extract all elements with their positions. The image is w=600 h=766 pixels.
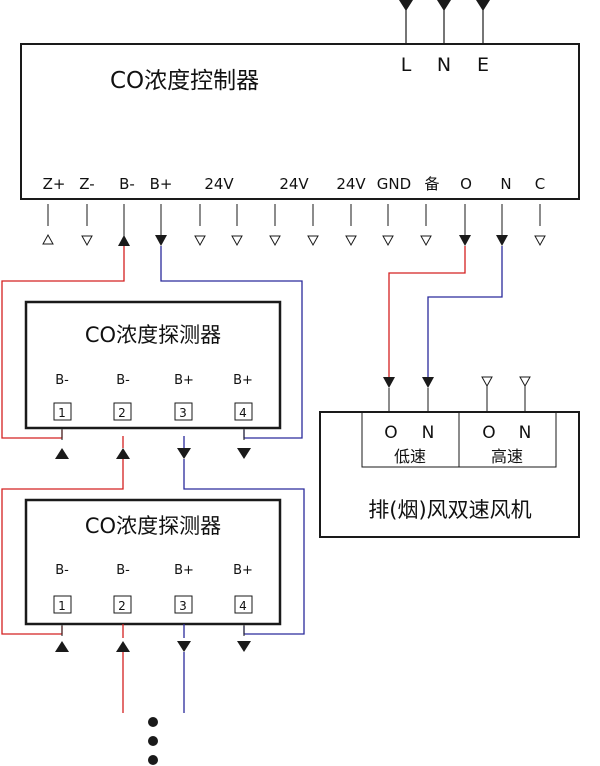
- arrow-down-icon: [383, 377, 395, 388]
- blue-wire: [427, 246, 503, 378]
- detector-pin-box: [174, 595, 193, 614]
- fan-high-speed-label: 高速: [491, 447, 523, 466]
- detector-pin-label: B-: [116, 563, 130, 578]
- arrow-down-icon: [237, 448, 251, 459]
- detector-pin-number: 4: [239, 599, 247, 613]
- red-wire: [388, 246, 466, 378]
- detector-pin-label: B-: [55, 563, 69, 578]
- arrow-up-icon: [55, 448, 69, 459]
- arrow-up-icon: [116, 448, 130, 459]
- open-terminal-icon: [481, 376, 493, 388]
- detector-pin-box: [53, 402, 72, 421]
- detector-pin-box: [113, 595, 132, 614]
- detector-pin-label: B+: [233, 563, 253, 578]
- terminal-label: Z-: [79, 175, 94, 193]
- fan-low-speed-label: 低速: [394, 447, 426, 466]
- terminal-label: C: [535, 175, 545, 193]
- power-input: [399, 0, 490, 44]
- controller-box: [20, 43, 580, 200]
- terminal-label: 24V: [204, 175, 234, 193]
- controller-terminal-stubs: [42, 204, 546, 247]
- open-terminal-icon: [519, 376, 531, 388]
- detector-pin-box: [234, 595, 253, 614]
- terminal-label: O: [460, 175, 472, 193]
- arrow-down-icon: [399, 0, 413, 11]
- arrow-down-icon: [437, 0, 451, 11]
- detector-box: [24, 498, 282, 626]
- terminal-label: GND: [377, 175, 411, 193]
- arrow-down-icon: [476, 0, 490, 11]
- fan-title: 排(烟)风双速风机: [368, 498, 531, 522]
- terminal-label: N: [500, 175, 511, 193]
- terminal-label: B-: [119, 175, 135, 193]
- fan-pin-label: O: [482, 423, 495, 443]
- fan-pin-label: N: [422, 423, 435, 443]
- detector-pin-number: 3: [179, 406, 187, 420]
- detector-title: CO浓度探测器: [85, 514, 221, 538]
- arrow-up-icon: [55, 641, 69, 652]
- power-terminal-label: L: [401, 54, 412, 76]
- detector-pin-label: B-: [55, 373, 69, 388]
- power-terminal-label: N: [437, 54, 451, 76]
- fan-pin-label: N: [519, 423, 532, 443]
- detector-pin-label: B+: [174, 563, 194, 578]
- detector-pin-label: B-: [116, 373, 130, 388]
- terminal-label: B+: [150, 175, 173, 193]
- detector-box: [24, 300, 282, 430]
- detector-title: CO浓度探测器: [85, 323, 221, 347]
- detector-pin-number: 3: [179, 599, 187, 613]
- terminal-label: 24V: [336, 175, 366, 193]
- detector-pin-label: B+: [233, 373, 253, 388]
- arrow-down-icon: [177, 448, 191, 459]
- arrow-down-icon: [237, 641, 251, 652]
- detector-pin-box: [113, 402, 132, 421]
- detector-pin-number: 4: [239, 406, 247, 420]
- arrow-down-icon: [459, 235, 471, 246]
- terminal-label: 24V: [279, 175, 309, 193]
- terminal-label: 备: [424, 175, 439, 193]
- terminal-label: Z+: [43, 175, 66, 193]
- detector-pin-box: [234, 402, 253, 421]
- arrow-down-icon: [422, 377, 434, 388]
- controller-terminal-row: Z+ Z- B- B+ 24V 24V 24V GND 备 O N C: [43, 175, 546, 193]
- arrow-up-icon: [116, 641, 130, 652]
- detector-pin-number: 2: [118, 599, 126, 613]
- arrow-up-icon: [118, 235, 130, 246]
- continuation-dots-icon: [148, 717, 158, 765]
- detector-pin-label: B+: [174, 373, 194, 388]
- detector-pin-number: 1: [58, 406, 66, 420]
- arrow-down-icon: [496, 235, 508, 246]
- arrow-down-icon: [155, 235, 167, 246]
- arrow-down-icon: [177, 641, 191, 652]
- detector-pin-box: [174, 402, 193, 421]
- fan-high-speed-group: [458, 411, 557, 468]
- detector-pin-number: 2: [118, 406, 126, 420]
- controller-title: CO浓度控制器: [110, 68, 259, 94]
- detector-pin-box: [53, 595, 72, 614]
- detector-pin-number: 1: [58, 599, 66, 613]
- power-terminal-label: E: [477, 54, 489, 76]
- fan-pin-label: O: [384, 423, 397, 443]
